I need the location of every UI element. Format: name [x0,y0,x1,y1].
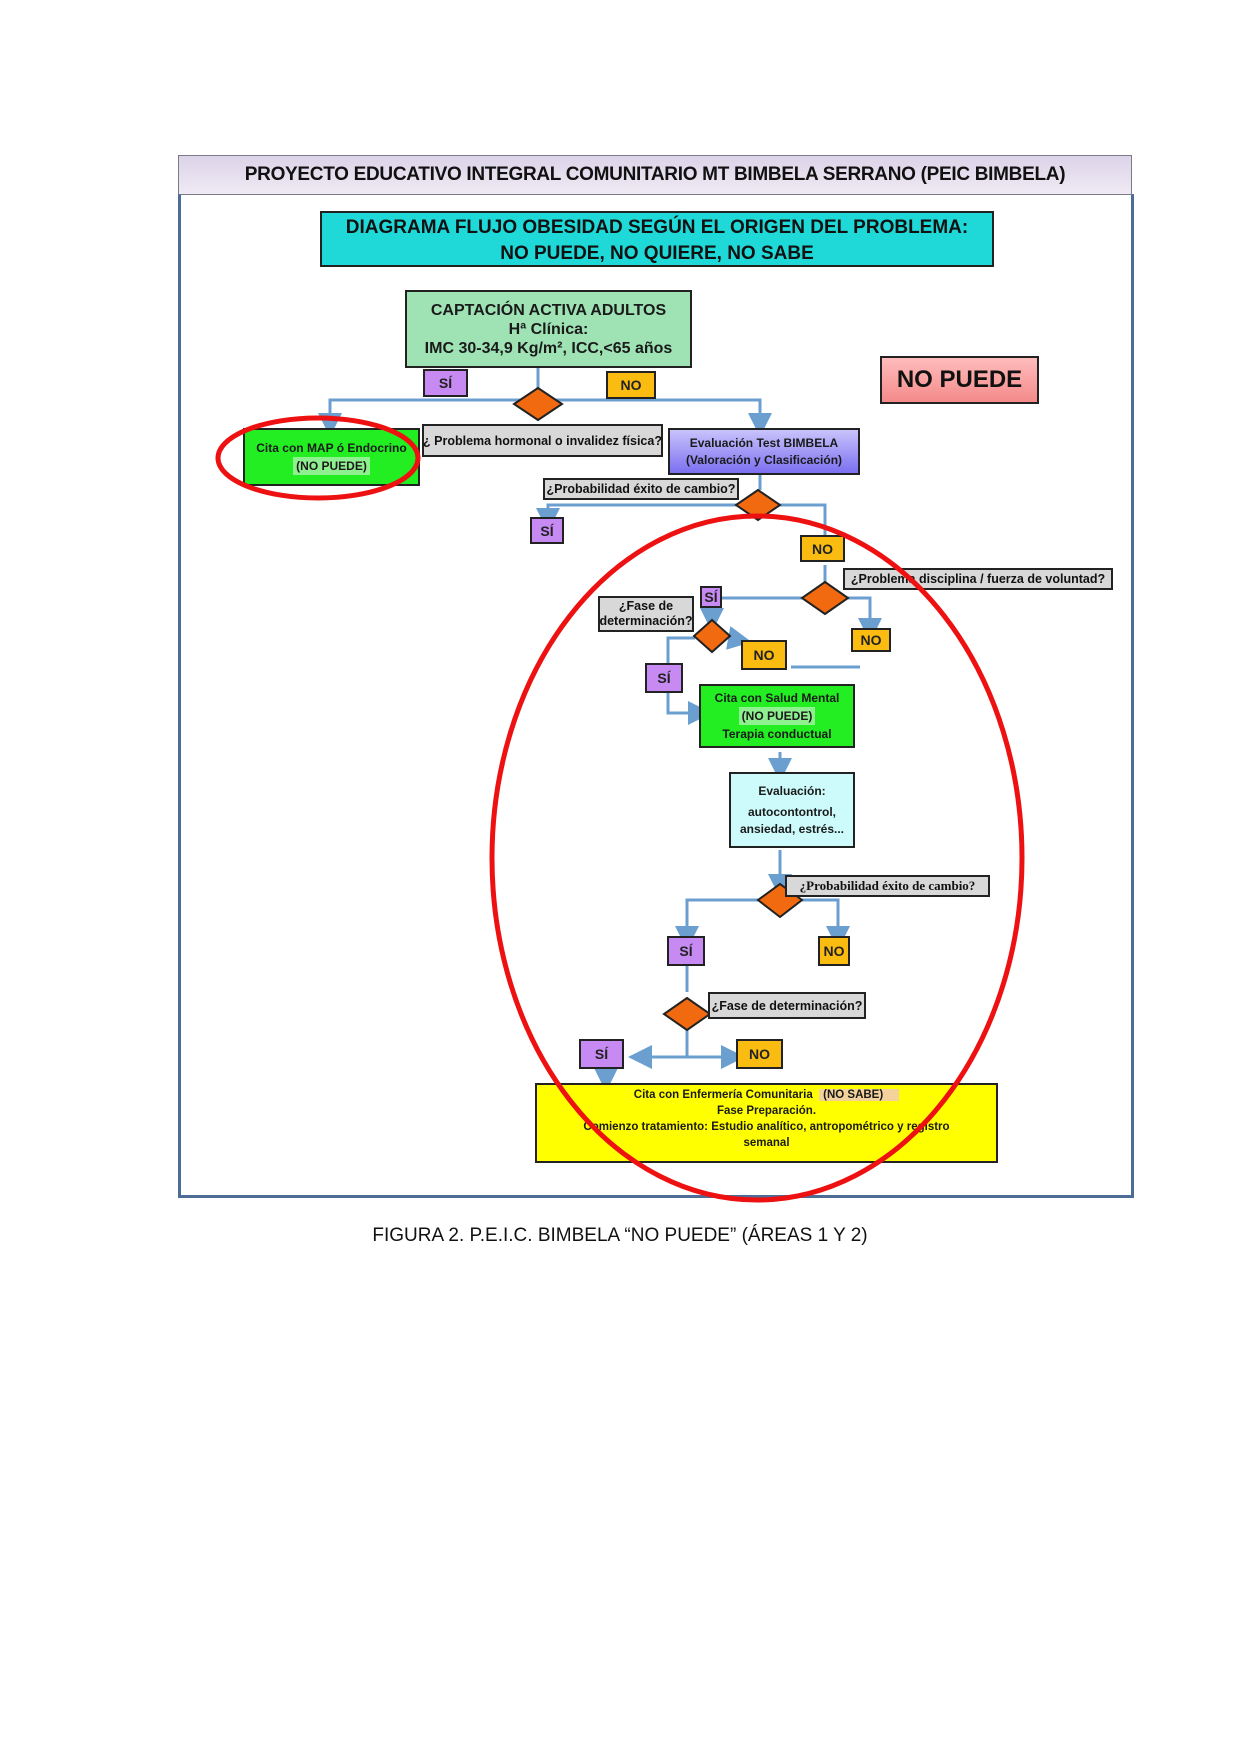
question-probabilidad-1: ¿Probabilidad éxito de cambio? [543,478,739,500]
si-label: SÍ [667,936,705,966]
bimbela-line1: Evaluación Test BIMBELA [689,435,839,450]
evaluacion-autocontrol-box: Evaluación: autocontontrol, ansiedad, es… [729,772,855,848]
no-label: NO [851,628,891,652]
project-header: PROYECTO EDUCATIVO INTEGRAL COMUNITARIO … [178,155,1132,195]
evaluacion-line2: autocontontrol, [748,804,836,819]
bimbela-line2: (Valoración y Clasificación) [685,452,843,467]
cita-map-line2: (NO PUEDE) [293,457,370,475]
highlight-circle-map [215,415,421,501]
no-label: NO [818,936,850,966]
cita-map-line1: Cita con MAP ó Endocrino [256,441,407,455]
si-label: SÍ [530,517,564,544]
enfermeria-line1: Cita con Enfermería Comunitaria [633,1089,813,1101]
decision-diamond-probabilidad-1 [734,488,782,522]
evaluacion-line3: ansiedad, estrés... [739,821,845,836]
decision-diamond-disciplina [800,580,850,616]
no-label: NO [800,535,845,562]
highlight-circle-main [489,513,1025,1203]
question-hormonal: ¿ Problema hormonal o invalidez física? [422,424,663,457]
no-label: NO [736,1039,783,1069]
enfermeria-line3: Comienzo tratamiento: Estudio analítico,… [583,1121,950,1133]
cita-salud-mental-box: Cita con Salud Mental (NO PUEDE) Terapia… [699,684,855,748]
no-label: NO [606,371,656,399]
captacion-line1: CAPTACIÓN ACTIVA ADULTOS [430,301,667,319]
cita-enfermeria-comunitaria-box: Cita con Enfermería Comunitaria (NO SABE… [535,1083,998,1163]
diagram-title: DIAGRAMA FLUJO OBESIDAD SEGÚN EL ORIGEN … [320,211,994,267]
connector [712,596,882,642]
figure-caption: FIGURA 2. P.E.I.C. BIMBELA “NO PUEDE” (Á… [372,1225,868,1246]
connector [536,503,758,532]
decision-diamond-hormonal [512,386,564,422]
no-label: NO [741,640,787,670]
salud-mental-line2: (NO PUEDE) [738,707,816,725]
no-puede-badge: NO PUEDE [880,356,1039,404]
connector [666,636,695,672]
si-label: SÍ [700,586,722,608]
question-fase-1: ¿Fase de determinación? [598,596,694,632]
question-probabilidad-2: ¿Probabilidad éxito de cambio? [785,875,990,897]
salud-mental-line3: Terapia conductual [722,727,832,741]
fase-1-line1: ¿Fase de [618,599,674,613]
fase-1-line2: determinación? [599,614,693,628]
decision-diamond-fase-2 [662,996,712,1032]
captacion-line2: Hª Clínica: [508,320,589,338]
no-sabe-tag: (NO SABE) [819,1089,900,1101]
si-label: SÍ [645,663,683,693]
question-disciplina: ¿Problema disciplina / fuerza de volunta… [843,568,1113,590]
connector [538,398,772,437]
question-fase-2: ¿Fase de determinación? [708,992,866,1019]
salud-mental-line1: Cita con Salud Mental [714,691,840,705]
captacion-activa-box: CAPTACIÓN ACTIVA ADULTOS Hª Clínica: IMC… [405,290,692,368]
si-label: SÍ [579,1039,624,1069]
connector [666,690,712,725]
captacion-line3: IMC 30-34,9 Kg/m², ICC,<65 años [424,339,673,357]
enfermeria-line2: Fase Preparación. [716,1105,817,1117]
evaluacion-test-bimbela-box: Evaluación Test BIMBELA (Valoración y Cl… [668,428,860,475]
diagram-title-line1: DIAGRAMA FLUJO OBESIDAD SEGÚN EL ORIGEN … [345,217,969,238]
evaluacion-line1: Evaluación: [758,783,826,798]
connector [675,898,758,950]
connector [802,898,850,950]
diagram-title-line2: NO PUEDE, NO QUIERE, NO SABE [500,243,814,264]
enfermeria-line4: semanal [743,1137,790,1149]
decision-diamond-fase-1 [692,618,732,654]
si-label: SÍ [423,369,468,397]
